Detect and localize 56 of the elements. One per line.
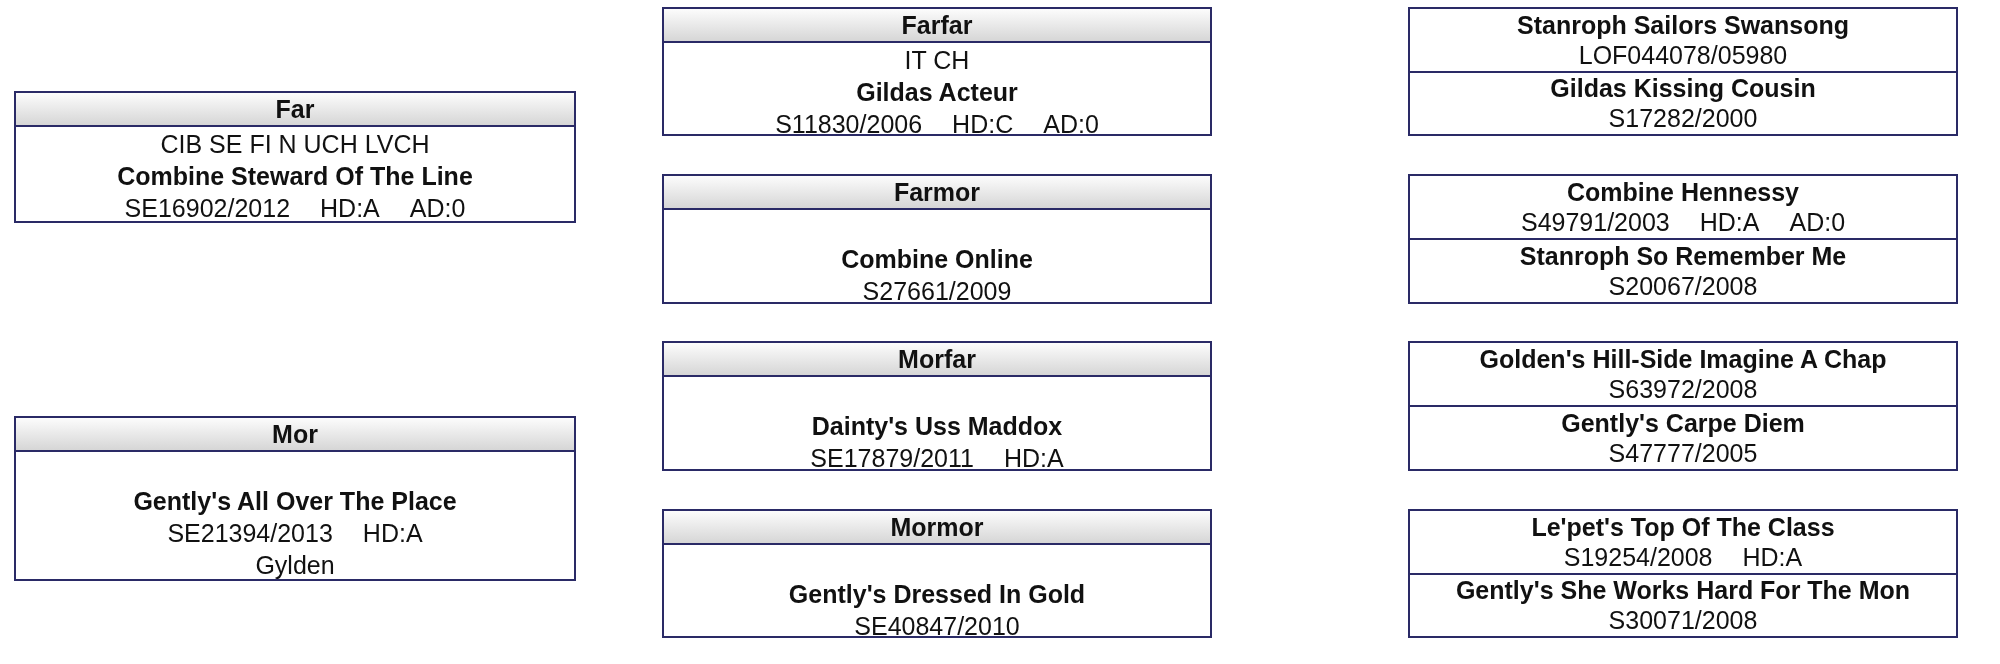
title-text: CIB SE FI N UCH LVCH — [160, 129, 430, 160]
pedigree-card — [1408, 7, 1958, 136]
dog-name: Le'pet's Top Of The Class — [1531, 511, 1835, 542]
dog-name: Gently's Carpe Diem — [1561, 408, 1805, 438]
card-header: Farmor — [664, 176, 1210, 210]
registration-number: S27661/2009 — [862, 276, 1012, 307]
hd-grade: HD:C — [952, 109, 1014, 140]
registration-number: S11830/2006 — [775, 109, 923, 140]
dog-name: Gildas Acteur — [856, 77, 1018, 108]
pedigree-card — [14, 91, 576, 223]
dog-name: Stanroph So Remember Me — [1519, 241, 1847, 271]
registration-number: SE17879/2011 — [810, 443, 974, 474]
ad-grade: AD:0 — [409, 193, 466, 224]
pedigree-card — [14, 416, 576, 581]
pedigree-card — [662, 7, 1212, 136]
note-text: Gylden — [255, 550, 335, 581]
hd-grade: HD:A — [362, 518, 423, 549]
registration-number: SE16902/2012 — [124, 193, 291, 224]
dog-name: Golden's Hill-Side Imagine A Chap — [1479, 344, 1887, 374]
registration-number: S30071/2008 — [1608, 605, 1758, 636]
registration-number: S47777/2005 — [1608, 438, 1758, 468]
pedigree-card — [1408, 174, 1958, 304]
registration-number: SE21394/2013 — [167, 518, 333, 549]
registration-number: S63972/2008 — [1608, 374, 1758, 404]
dog-name: Combine Steward Of The Line — [117, 161, 473, 192]
dog-name: Combine Hennessy — [1567, 177, 1799, 207]
dog-name: Gently's She Works Hard For The Mon — [1455, 575, 1911, 606]
dog-name: Combine Online — [841, 244, 1033, 275]
pedigree-card — [662, 509, 1212, 638]
dog-name: Dainty's Uss Maddox — [811, 411, 1063, 442]
pedigree-card — [662, 174, 1212, 304]
dog-name: Stanroph Sailors Swansong — [1517, 9, 1849, 40]
hd-grade: HD:A — [1742, 541, 1803, 572]
hd-grade: HD:A — [320, 193, 380, 224]
card-header: Morfar — [664, 343, 1210, 377]
pedigree-card — [1408, 341, 1958, 471]
card-header: Mor — [16, 418, 574, 452]
ad-grade: AD:0 — [1789, 207, 1846, 237]
registration-number: LOF044078/05980 — [1578, 39, 1788, 70]
hd-grade: HD:A — [1699, 207, 1760, 237]
pedigree-card — [1408, 509, 1958, 638]
pedigree-card — [662, 341, 1212, 471]
card-header: Farfar — [664, 9, 1210, 43]
registration-number: SE40847/2010 — [854, 611, 1020, 642]
hd-grade: HD:A — [1003, 443, 1064, 474]
ad-grade: AD:0 — [1043, 109, 1099, 140]
registration-number: S17282/2000 — [1608, 103, 1758, 134]
dog-name: Gently's Dressed In Gold — [788, 579, 1086, 610]
title-text: IT CH — [904, 45, 970, 76]
dog-name: Gildas Kissing Cousin — [1550, 73, 1816, 104]
registration-number: S20067/2008 — [1608, 271, 1758, 301]
registration-number: S49791/2003 — [1520, 207, 1670, 237]
registration-number: S19254/2008 — [1563, 541, 1713, 572]
card-header: Far — [16, 93, 574, 127]
dog-name: Gently's All Over The Place — [133, 486, 457, 517]
card-header: Mormor — [664, 511, 1210, 545]
